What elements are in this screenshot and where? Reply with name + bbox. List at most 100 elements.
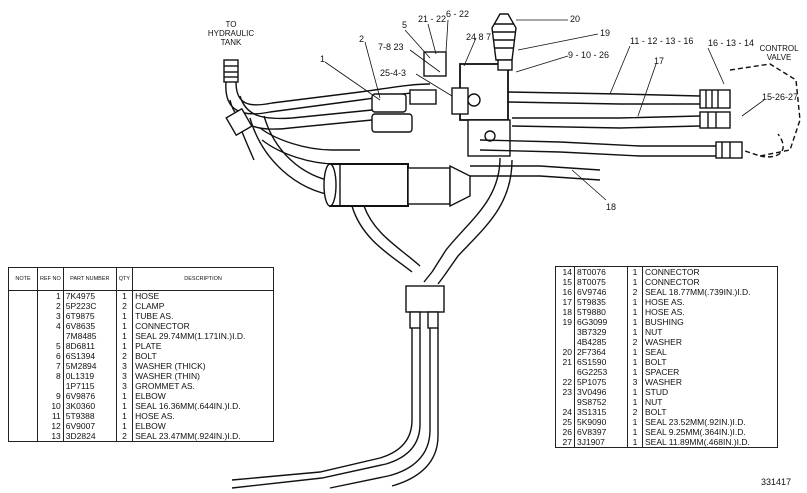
- callout-2: 2: [359, 34, 365, 44]
- ref-cell: 17: [562, 297, 572, 307]
- description-cell: NUT: [642, 327, 778, 337]
- ref-cell: 5: [37, 341, 64, 351]
- ref-cell: 15: [562, 277, 572, 287]
- callout-17: 17: [654, 56, 665, 66]
- part-number-cell: 6V8397: [574, 427, 628, 437]
- qty-cell: 1: [627, 397, 643, 407]
- qty-cell: 1: [115, 341, 133, 351]
- ref-cell: 22: [562, 377, 572, 387]
- control-valve-outline: [729, 63, 801, 158]
- callout-16-13-14: 16 - 13 - 14: [708, 38, 755, 48]
- part-number-cell: 0L1319: [62, 371, 117, 381]
- ref-cell: 19: [562, 317, 572, 327]
- part-number-cell: 6V9746: [574, 287, 628, 297]
- qty-cell: 3: [115, 381, 133, 391]
- qty-cell: 1: [627, 317, 643, 327]
- part-number-cell: 6S1394: [62, 351, 117, 361]
- qty-cell: 1: [115, 401, 133, 411]
- description-cell: ELBOW: [132, 391, 274, 401]
- ref-cell: 9: [37, 391, 64, 401]
- description-cell: PLATE: [132, 341, 274, 351]
- description-cell: BOLT: [132, 351, 274, 361]
- part-number-cell: 5P223C: [62, 301, 117, 311]
- ref-cell: 26: [562, 427, 572, 437]
- part-number-cell: 3B7329: [574, 327, 628, 337]
- part-number-cell: 3K0360: [62, 401, 117, 411]
- description-cell: SEAL 29.74MM(1.171IN.)I.D.: [132, 331, 274, 341]
- ref-cell: 7: [37, 361, 64, 371]
- part-number-cell: 8D6811: [62, 341, 117, 351]
- lower-tee-block: [231, 285, 445, 489]
- description-cell: CLAMP: [132, 301, 274, 311]
- table-header: NOTE REF NO PART NUMBER QTY DESCRIPTION: [8, 267, 274, 291]
- part-number-cell: 8T0076: [574, 266, 628, 277]
- part-number-cell: 5T9835: [574, 297, 628, 307]
- part-number-cell: 5T9880: [574, 307, 628, 317]
- callout-19: 19: [600, 28, 611, 38]
- qty-cell: 1: [115, 411, 133, 421]
- description-cell: SEAL 23.47MM(.924IN.)I.D.: [132, 431, 274, 442]
- part-number-cell: 3V0496: [574, 387, 628, 397]
- part-number-cell: 8T0075: [574, 277, 628, 287]
- description-cell: WASHER (THICK): [132, 361, 274, 371]
- qty-cell: 2: [627, 407, 643, 417]
- clamp-block: [225, 107, 253, 137]
- part-number-cell: 5P1075: [574, 377, 628, 387]
- qty-cell: 1: [115, 391, 133, 401]
- description-cell: BOLT: [642, 407, 778, 417]
- description-cell: GROMMET AS.: [132, 381, 274, 391]
- to-hydraulic-tank-label: TO HYDRAULIC TANK: [207, 20, 255, 47]
- description-cell: SEAL 23.52MM(.92IN.)I.D.: [642, 417, 778, 427]
- right-connectors: [699, 89, 743, 159]
- control-valve-label: CONTROL VALVE: [759, 44, 799, 62]
- part-number-cell: 5M2894: [62, 361, 117, 371]
- ref-cell: [37, 381, 64, 391]
- ref-cell: 11: [37, 411, 64, 421]
- ref-cell: 20: [562, 347, 572, 357]
- description-cell: SEAL 11.89MM(.468IN.)I.D.: [642, 437, 778, 448]
- description-cell: TUBE AS.: [132, 311, 274, 321]
- pilot-boot: [491, 13, 517, 71]
- description-cell: WASHER: [642, 337, 778, 347]
- part-number-cell: 3S1315: [574, 407, 628, 417]
- qty-cell: 3: [115, 371, 133, 381]
- ref-cell: 13: [37, 431, 64, 442]
- ref-cell: 2: [37, 301, 64, 311]
- ref-cell: [556, 397, 575, 407]
- ref-cell: 24: [562, 407, 572, 417]
- callout-6-22: 6 - 22: [446, 9, 470, 19]
- description-cell: SEAL 18.77MM(.739IN.)I.D.: [642, 287, 778, 297]
- header-ref-no: REF NO: [37, 267, 64, 291]
- valve-block: [423, 51, 511, 157]
- ref-cell: 8: [37, 371, 64, 381]
- callout-15-26-27: 15-26-27: [762, 92, 799, 102]
- callout-24-8-7: 24 8 7: [466, 32, 492, 42]
- callout-18: 18: [606, 202, 617, 212]
- callout-11-12-13-16: 11 - 12 - 13 - 16: [630, 36, 694, 46]
- qty-cell: 1: [627, 367, 643, 377]
- hose-clamps: [371, 89, 437, 133]
- tank-fitting: [223, 59, 239, 83]
- qty-cell: 1: [627, 437, 643, 448]
- qty-cell: 2: [115, 431, 133, 442]
- qty-cell: 1: [627, 347, 643, 357]
